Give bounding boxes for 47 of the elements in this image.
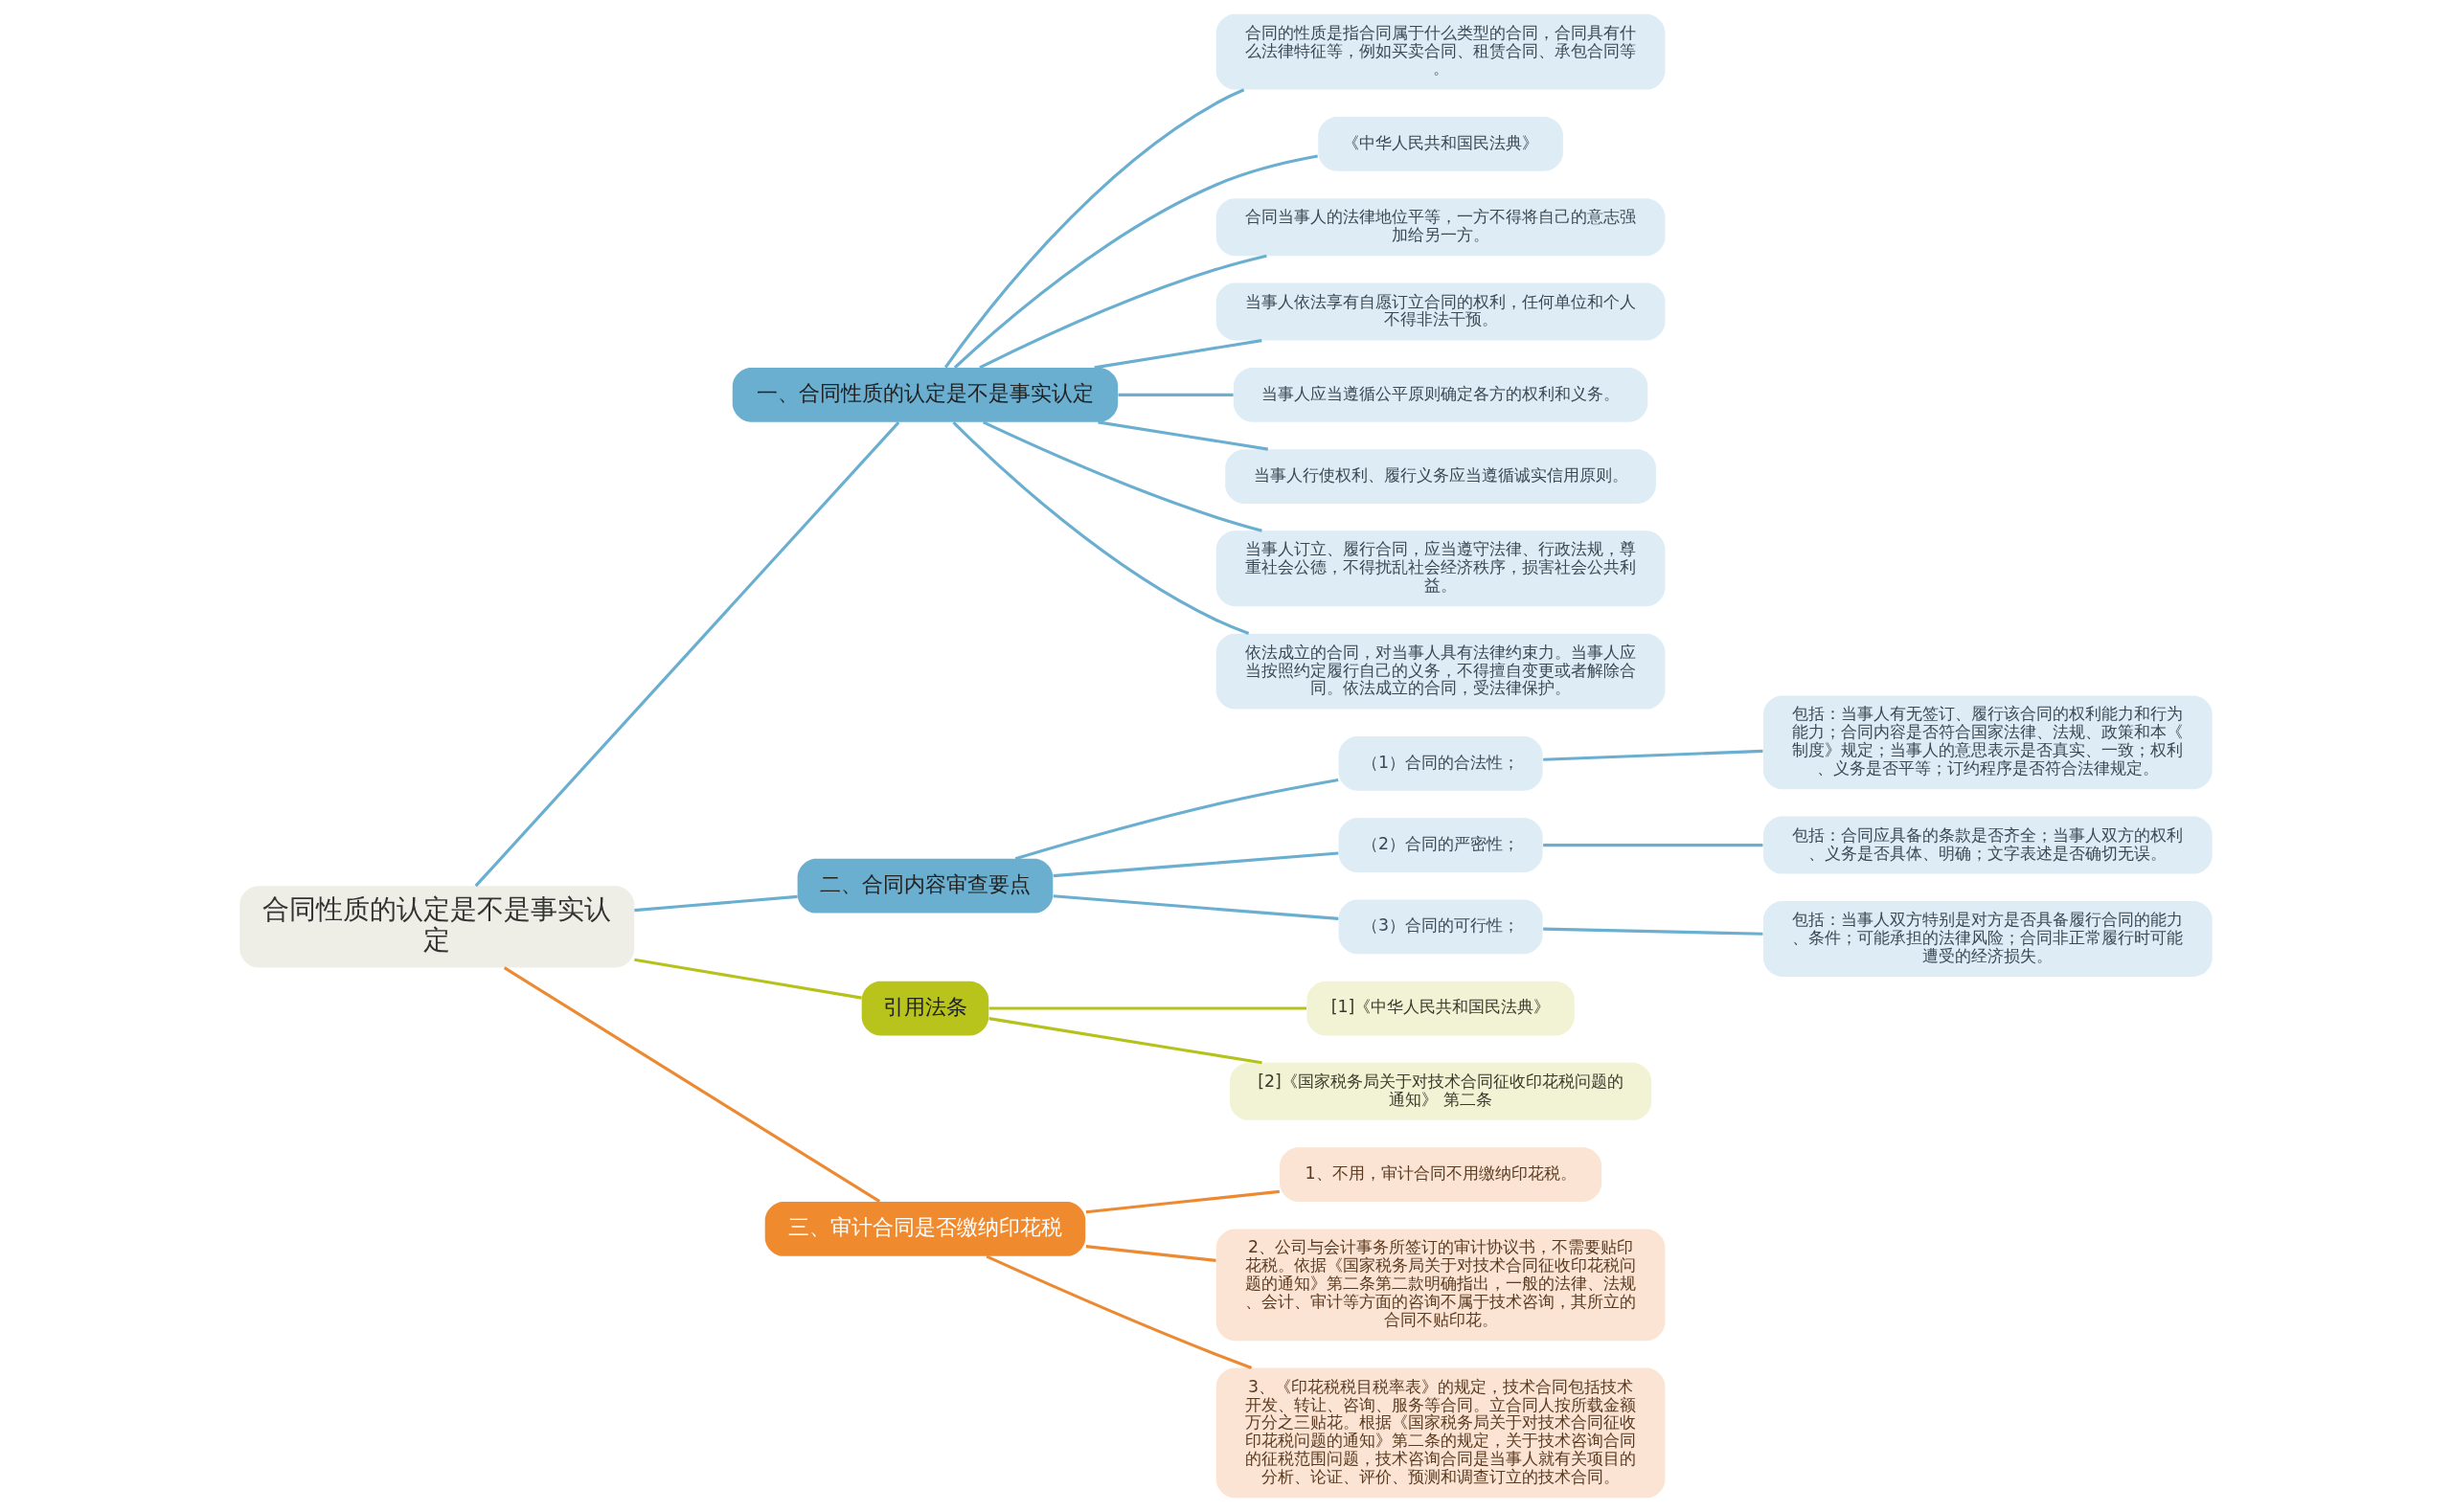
node-box: 依法成立的合同，对当事人具有法律约束力。当事人应当按照约定履行自己的义务，不得擅自变更或者解除合同。依法成立的合同，受法律保护。 bbox=[1215, 633, 1666, 710]
connector bbox=[953, 154, 1318, 370]
connector bbox=[943, 88, 1245, 369]
connector bbox=[1543, 927, 1763, 936]
connector bbox=[952, 421, 1250, 636]
connector bbox=[1118, 393, 1234, 396]
node-box: [2]《国家税务局关于对技术合同征收印花税问题的通知》 第二条 bbox=[1229, 1062, 1652, 1120]
connector bbox=[1014, 778, 1339, 861]
node-box: 2、公司与会计事务所签订的审计协议书，不需要贴印花税。依据《国家税务局关于对技术合同征收印花税问题的通知》第二条第二款明确指出，一般的法律、法规、会计、审计等方面的咨询不属于技术咨询，其所立的合同不贴印花。 bbox=[1215, 1229, 1666, 1342]
connector bbox=[979, 254, 1267, 370]
connector bbox=[986, 1254, 1253, 1369]
node-box: 合同的性质是指合同属于什么类型的合同，合同具有什么法律特征等，例如买卖合同、租赁合同、承包合同等。 bbox=[1215, 13, 1666, 90]
node-box: 合同性质的认定是不是事实认定 bbox=[239, 886, 635, 968]
node-box: 《中华人民共和国民法典》 bbox=[1318, 117, 1563, 171]
connector bbox=[988, 1017, 1262, 1065]
connector bbox=[1085, 1189, 1280, 1214]
connector bbox=[474, 421, 900, 888]
node-box: 包括：当事人双方特别是对方是否具备履行合同的能力、条件；可能承担的法律风险；合同非正常履行时可能遭受的经济损失。 bbox=[1763, 901, 2213, 977]
node-box: 1、不用，审计合同不用缴纳印花税。 bbox=[1280, 1147, 1602, 1203]
connector bbox=[503, 966, 881, 1204]
node-box: 3、《印花税税目税率表》的规定，技术合同包括技术开发、转让、咨询、服务等合同。立合同人按所载金额万分之三贴花。根据《国家税务局关于对技术合同征收印花税问题的通知》第二条的规定，关于技术咨询合同的征税范围问题，技术咨询合同是当事人就有关项目的分析、论证、评价、预测和调查订立的技术合同。 bbox=[1215, 1367, 1666, 1499]
node-box: 包括：合同应具备的条款是否齐全；当事人双方的权利、义务是否具体、明确；文字表述是否确切无误。 bbox=[1763, 816, 2213, 874]
connector bbox=[634, 894, 798, 913]
connector bbox=[1053, 851, 1339, 878]
node-box: （3）合同的可行性； bbox=[1338, 899, 1543, 955]
connector bbox=[1053, 894, 1339, 920]
connector bbox=[988, 1006, 1306, 1010]
node-box: 当事人应当遵循公平原则确定各方的权利和义务。 bbox=[1233, 367, 1648, 422]
node-box: 合同当事人的法律地位平等，一方不得将自己的意志强加给另一方。 bbox=[1215, 198, 1666, 257]
node-box: 二、合同内容审查要点 bbox=[797, 858, 1054, 914]
connector bbox=[982, 420, 1262, 532]
connector bbox=[1543, 749, 1763, 761]
connector bbox=[1094, 339, 1262, 370]
node-box: [1]《中华人民共和国民法典》 bbox=[1306, 981, 1575, 1036]
node-box: 一、合同性质的认定是不是事实认定 bbox=[732, 367, 1119, 422]
node-box: 当事人订立、履行合同，应当遵守法律、行政法规，尊重社会公德，不得扰乱社会经济秩序，损害社会公共利益。 bbox=[1215, 530, 1666, 607]
connector bbox=[1098, 420, 1269, 451]
connector bbox=[1543, 844, 1763, 847]
node-box: （2）合同的严密性； bbox=[1338, 818, 1543, 872]
connector bbox=[1085, 1245, 1216, 1262]
node-box: 引用法条 bbox=[861, 981, 989, 1036]
node-box: 当事人行使权利、履行义务应当遵循诚实信用原则。 bbox=[1225, 449, 1656, 504]
node-box: 当事人依法享有自愿订立合同的权利，任何单位和个人不得非法干预。 bbox=[1215, 282, 1666, 341]
node-box: 三、审计合同是否缴纳印花税 bbox=[764, 1202, 1086, 1256]
node-box: （1）合同的合法性； bbox=[1338, 736, 1543, 791]
connector bbox=[634, 958, 862, 1000]
node-box: 包括：当事人有无签订、履行该合同的权利能力和行为能力；合同内容是否符合国家法律、法规、政策和本《制度》规定；当事人的意思表示是否真实、一致；权利、义务是否平等；订约程序是否符合法律规定。 bbox=[1763, 695, 2213, 790]
